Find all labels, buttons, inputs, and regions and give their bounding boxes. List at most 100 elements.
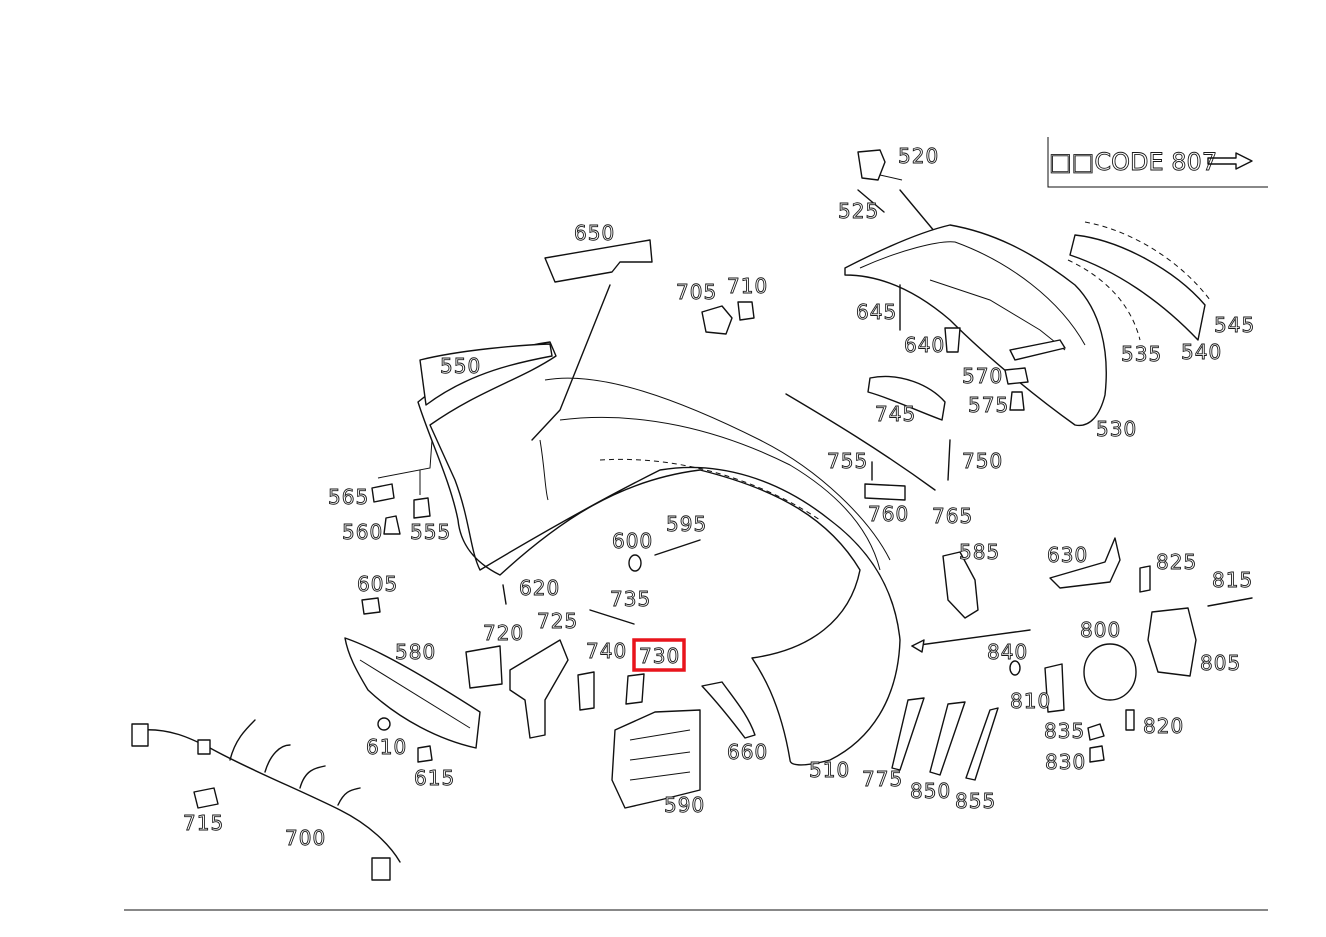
label-520[interactable]: 520 xyxy=(898,144,939,169)
label-775[interactable]: 775 xyxy=(862,767,903,792)
part-765-strip xyxy=(785,393,936,491)
part-800-cover xyxy=(1083,643,1137,701)
label-810[interactable]: 810 xyxy=(1010,689,1051,714)
carrier-detail xyxy=(859,241,1086,346)
label-600[interactable]: 600 xyxy=(612,529,653,554)
bumper-crease xyxy=(559,416,881,571)
label-835[interactable]: 835 xyxy=(1044,719,1085,744)
label-620[interactable]: 620 xyxy=(519,576,560,601)
part-855-strip xyxy=(965,707,999,781)
bumper-edge xyxy=(539,439,549,501)
label-660[interactable]: 660 xyxy=(727,740,768,765)
label-710[interactable]: 710 xyxy=(727,274,768,299)
part-660-trim xyxy=(701,681,756,739)
part-810-bracket xyxy=(1044,663,1065,713)
part-550-trim xyxy=(419,343,553,406)
label-735[interactable]: 735 xyxy=(610,587,651,612)
part-700-harness xyxy=(139,729,401,863)
label-850[interactable]: 850 xyxy=(910,779,951,804)
label-560[interactable]: 560 xyxy=(342,520,383,545)
label-525[interactable]: 525 xyxy=(838,199,879,224)
label-720[interactable]: 720 xyxy=(483,621,524,646)
part-710-clip xyxy=(737,301,755,321)
right-arrow-icon xyxy=(1207,152,1253,170)
label-640[interactable]: 640 xyxy=(904,333,945,358)
code-reference: □□CODE 807 xyxy=(1047,137,1268,188)
label-825[interactable]: 825 xyxy=(1156,550,1197,575)
wiring-harness xyxy=(131,719,401,881)
bumper-lower-crease xyxy=(599,458,821,521)
part-620-clip xyxy=(502,584,507,605)
part-555-screw xyxy=(413,497,431,519)
label-610[interactable]: 610 xyxy=(366,735,407,760)
label-760[interactable]: 760 xyxy=(868,502,909,527)
label-590[interactable]: 590 xyxy=(664,793,705,818)
harness-connector-left xyxy=(131,723,149,747)
label-705[interactable]: 705 xyxy=(676,280,717,305)
harness-clip xyxy=(197,739,211,755)
label-540[interactable]: 540 xyxy=(1181,340,1222,365)
part-540-absorber xyxy=(1069,234,1206,341)
label-595[interactable]: 595 xyxy=(666,512,707,537)
part-525-bolt xyxy=(857,189,885,213)
label-745[interactable]: 745 xyxy=(875,402,916,427)
part-825-screw xyxy=(1139,565,1151,593)
part-510-bumper-cover xyxy=(417,341,951,766)
label-530[interactable]: 530 xyxy=(1096,417,1137,442)
part-740-bracket xyxy=(577,671,595,711)
label-750[interactable]: 750 xyxy=(962,449,1003,474)
part-640-pin xyxy=(944,327,961,353)
part-520-clip xyxy=(857,149,886,181)
label-535[interactable]: 535 xyxy=(1121,342,1162,367)
label-545[interactable]: 545 xyxy=(1214,313,1255,338)
code-label: □□CODE 807 xyxy=(1049,148,1217,176)
label-555[interactable]: 555 xyxy=(410,520,451,545)
bumper-top-line xyxy=(544,377,891,561)
label-715[interactable]: 715 xyxy=(183,811,224,836)
part-520-screw xyxy=(879,174,903,181)
label-565[interactable]: 565 xyxy=(328,485,369,510)
label-755[interactable]: 755 xyxy=(827,449,868,474)
label-580[interactable]: 580 xyxy=(395,640,436,665)
harness-connector-right xyxy=(371,857,391,881)
label-765[interactable]: 765 xyxy=(932,504,973,529)
label-645[interactable]: 645 xyxy=(856,300,897,325)
part-750-pin xyxy=(947,439,951,481)
bumper-shell xyxy=(417,341,901,766)
label-800[interactable]: 800 xyxy=(1080,618,1121,643)
right-lower-parts xyxy=(891,537,1253,781)
label-805[interactable]: 805 xyxy=(1200,651,1241,676)
label-550[interactable]: 550 xyxy=(440,354,481,379)
label-730[interactable]: 730 xyxy=(639,644,680,669)
label-585[interactable]: 585 xyxy=(959,540,1000,565)
label-740[interactable]: 740 xyxy=(586,639,627,664)
label-840[interactable]: 840 xyxy=(987,640,1028,665)
label-815[interactable]: 815 xyxy=(1212,568,1253,593)
label-510[interactable]: 510 xyxy=(809,758,850,783)
label-630[interactable]: 630 xyxy=(1047,543,1088,568)
part-820-screw xyxy=(1125,709,1135,731)
part-650-seal xyxy=(544,239,653,283)
label-830[interactable]: 830 xyxy=(1045,750,1086,775)
part-835-clip xyxy=(1087,723,1105,741)
part-590-bracket xyxy=(611,709,701,809)
part-580-detail xyxy=(359,659,471,729)
part-610-nut xyxy=(377,717,391,731)
label-820[interactable]: 820 xyxy=(1143,714,1184,739)
label-855[interactable]: 855 xyxy=(955,789,996,814)
label-700[interactable]: 700 xyxy=(285,826,326,851)
label-615[interactable]: 615 xyxy=(414,766,455,791)
label-725[interactable]: 725 xyxy=(537,609,578,634)
label-650[interactable]: 650 xyxy=(574,221,615,246)
label-575[interactable]: 575 xyxy=(968,393,1009,418)
leader-565 xyxy=(377,439,433,479)
carrier-ridge xyxy=(929,279,1066,351)
part-775-strip xyxy=(891,697,925,771)
part-725-bracket xyxy=(509,639,569,739)
part-615-clip xyxy=(417,745,433,763)
leader-650 xyxy=(531,284,611,441)
code-box-frame xyxy=(1047,137,1268,188)
label-605[interactable]: 605 xyxy=(357,572,398,597)
label-570[interactable]: 570 xyxy=(962,364,1003,389)
